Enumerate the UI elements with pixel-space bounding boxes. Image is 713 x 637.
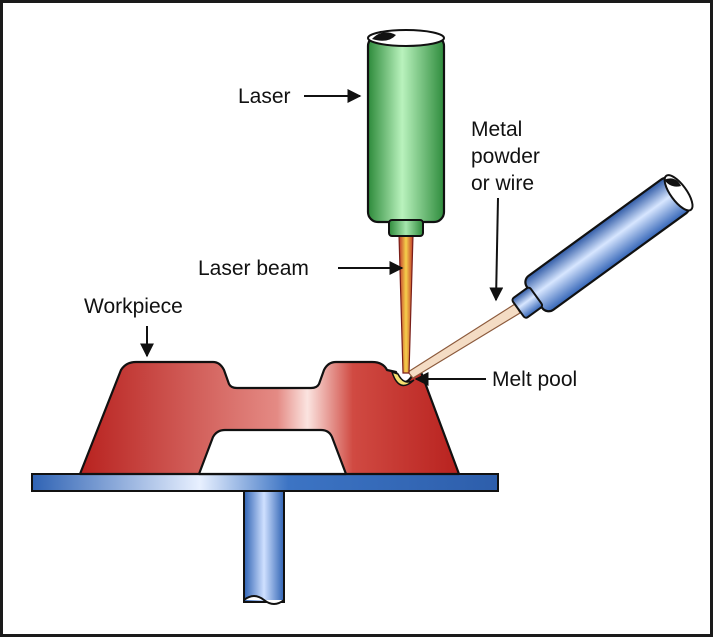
build-table [31,473,499,492]
metal-powder-label-line1: Metal [471,118,522,141]
workpiece [78,360,461,476]
laser-label: Laser [238,85,291,108]
laser-head [366,29,446,237]
melt-pool [390,370,415,387]
metal-powder-label-line2: powder [471,145,540,168]
laser-beam-label: Laser beam [198,257,309,280]
metal-powder-label-line3: or wire [471,172,534,195]
workpiece-label: Workpiece [84,295,183,318]
melt-pool-label: Melt pool [492,368,577,391]
powder-nozzle [511,174,694,319]
support-shaft [243,489,285,605]
powder-arrow [489,197,504,302]
